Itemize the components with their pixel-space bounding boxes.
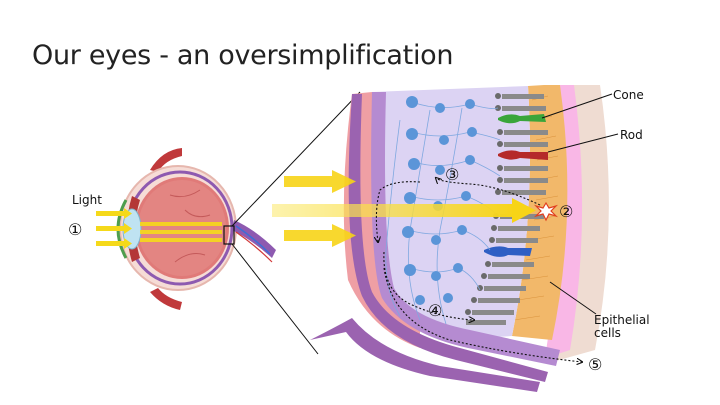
zoom-line-bottom bbox=[231, 243, 319, 355]
epithelial-label-line1: Epithelial bbox=[594, 313, 650, 327]
zoom-box bbox=[223, 225, 235, 245]
step-1-marker: ① bbox=[68, 220, 82, 239]
lower-eyelid bbox=[150, 288, 182, 310]
zoom-line-top bbox=[231, 91, 361, 227]
light-ray-1 bbox=[96, 211, 124, 216]
epithelial-label: Epithelial cells bbox=[594, 313, 653, 340]
step-5-marker: ⑤ bbox=[588, 355, 602, 374]
red-rod-cell bbox=[498, 150, 548, 160]
signal-path bbox=[436, 178, 541, 206]
light-arrows-retina bbox=[272, 170, 536, 247]
epithelial-leader-line bbox=[549, 281, 597, 315]
rod-label: Rod bbox=[620, 128, 643, 142]
light-ray-2 bbox=[96, 226, 124, 231]
rod-leader-line bbox=[547, 133, 619, 153]
light-label: Light bbox=[72, 193, 102, 207]
cone-label: Cone bbox=[613, 88, 644, 102]
cone-leader-line bbox=[541, 93, 613, 119]
activation-burst bbox=[533, 201, 559, 222]
upper-eyelid bbox=[150, 148, 182, 172]
page-title: Our eyes - an oversimplification bbox=[32, 40, 454, 71]
step-4-marker: ④ bbox=[428, 301, 442, 320]
blue-cone-cell bbox=[484, 246, 532, 257]
retina-section bbox=[310, 85, 609, 392]
eyeball bbox=[116, 148, 276, 310]
light-rays-eye bbox=[96, 208, 222, 249]
light-ray-3 bbox=[96, 241, 124, 246]
green-cone-cell bbox=[498, 114, 546, 124]
neuron-layer bbox=[385, 96, 501, 325]
step-2-marker: ② bbox=[559, 202, 573, 221]
step-3-marker: ③ bbox=[445, 165, 459, 184]
epithelial-label-line2: cells bbox=[594, 326, 621, 340]
